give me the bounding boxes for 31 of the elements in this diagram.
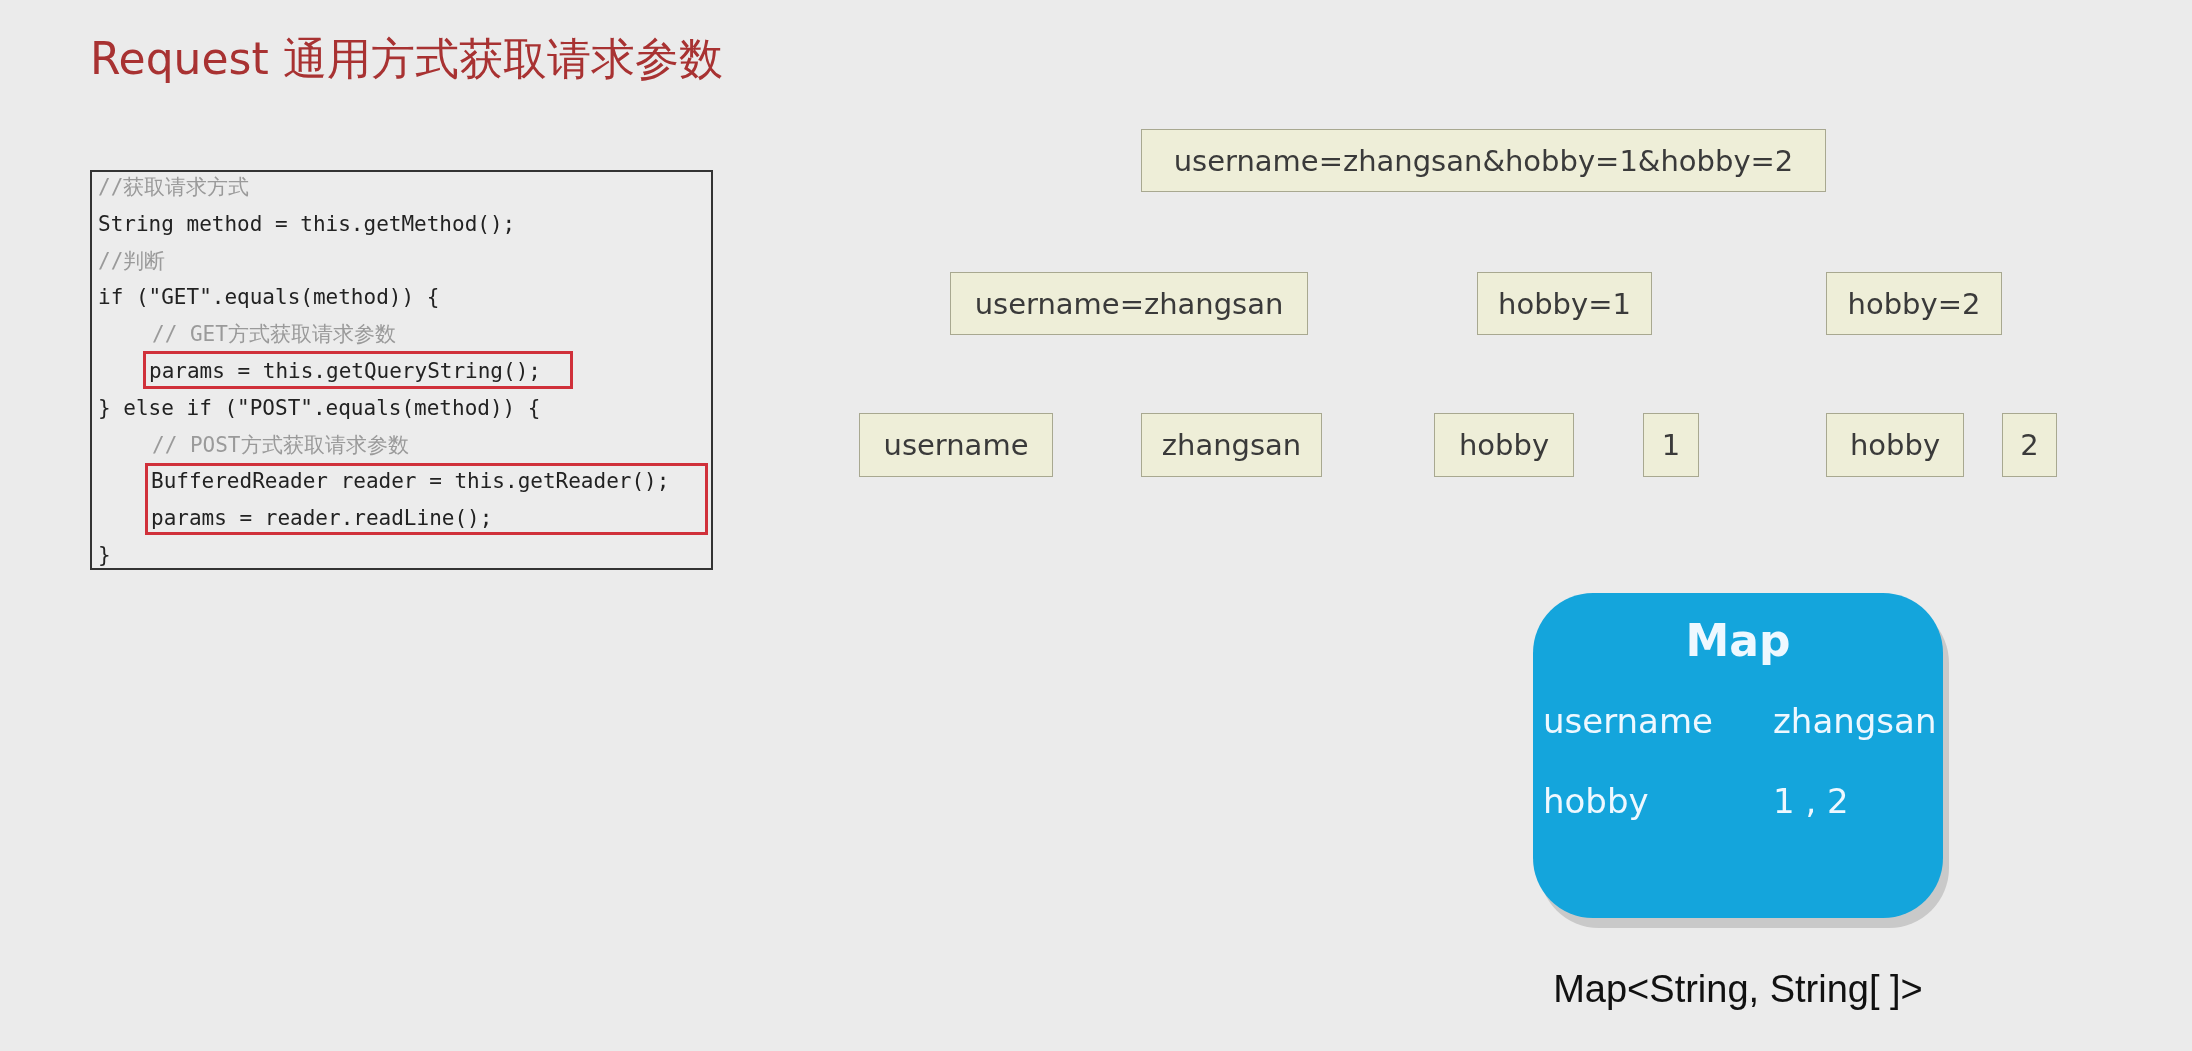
text-box: hobby	[1434, 413, 1574, 477]
code-comment: // POST方式获取请求参数	[152, 431, 409, 459]
code-comment: //获取请求方式	[98, 174, 250, 201]
code-line: params = reader.readLine();	[151, 505, 493, 533]
text-box: hobby=2	[1826, 272, 2002, 335]
slide-title: Request 通用方式获取请求参数	[90, 32, 723, 86]
text-box: username	[859, 413, 1053, 477]
text-box: 1	[1643, 413, 1699, 477]
map-value: 1 , 2	[1773, 781, 1849, 821]
map-key: hobby	[1543, 781, 1649, 821]
code-line: params = this.getQueryString();	[149, 358, 541, 385]
code-comment: //判断	[98, 247, 166, 275]
text-box: hobby	[1826, 413, 1964, 477]
text-box: zhangsan	[1141, 413, 1322, 477]
highlight-box	[143, 351, 573, 389]
code-comment: // GET方式获取请求参数	[152, 321, 396, 349]
code-panel	[90, 170, 713, 570]
type-caption: Map<String, String[ ]>	[1552, 968, 1924, 1011]
map-value: zhangsan	[1773, 701, 1937, 741]
text-box: hobby=1	[1477, 272, 1652, 335]
code-line: if ("GET".equals(method)) {	[98, 284, 440, 312]
text-box: username=zhangsan	[950, 272, 1308, 335]
card-heading: Map	[1684, 615, 1792, 666]
map-key: username	[1543, 701, 1713, 741]
highlight-box	[145, 463, 708, 535]
code-line: }	[98, 542, 111, 569]
code-line: } else if ("POST".equals(method)) {	[98, 394, 541, 422]
code-line: String method = this.getMethod();	[98, 210, 516, 238]
code-line: BufferedReader reader = this.getReader();	[151, 468, 670, 496]
text-box: username=zhangsan&hobby=1&hobby=2	[1141, 129, 1826, 192]
text-box: 2	[2002, 413, 2057, 477]
